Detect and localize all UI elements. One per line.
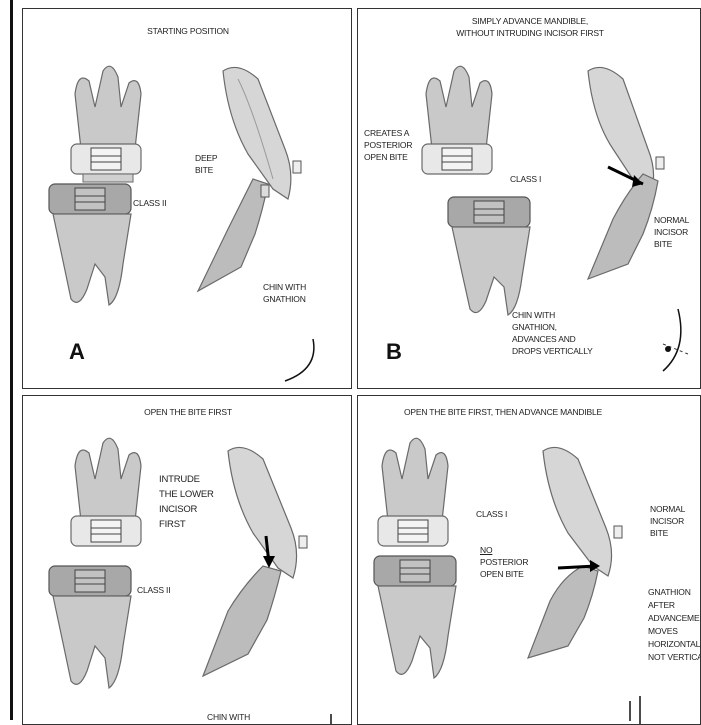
- normal-bite-label: NORMALINCISORBITE: [650, 503, 685, 539]
- panel-letter: A: [69, 339, 85, 365]
- upper-incisor: [223, 67, 291, 199]
- deep-bite-label: DEEPBITE: [195, 152, 217, 176]
- chin-curve: [285, 339, 314, 381]
- panel-b: SIMPLY ADVANCE MANDIBLE,WITHOUT INTRUDIN…: [357, 8, 701, 389]
- lower-incisor-bracket: [261, 185, 269, 197]
- chin-label: CHIN WITHGNATHION: [263, 281, 306, 305]
- chin-label: CHIN WITH: [207, 711, 250, 723]
- panel-d-illustration: [358, 396, 701, 725]
- left-rule: [10, 0, 13, 720]
- normal-bite-label: NORMALINCISORBITE: [654, 214, 689, 250]
- upper-bracket: [91, 148, 121, 170]
- chin-label: CHIN WITHGNATHION,ADVANCES ANDDROPS VERT…: [512, 309, 593, 357]
- lower-incisor: [203, 566, 281, 676]
- upper-molar: [382, 438, 448, 521]
- creates-label: CREATES APOSTERIOROPEN BITE: [364, 127, 412, 163]
- lower-molar: [378, 586, 456, 678]
- panel-c: OPEN THE BITE FIRST INTRUDETHE LOWERINCI…: [22, 395, 352, 725]
- upper-molar: [75, 66, 141, 149]
- panel-a-illustration: [23, 9, 352, 389]
- no-open-bite-label: NOPOSTERIOROPEN BITE: [480, 544, 528, 580]
- upper-incisor: [543, 447, 612, 576]
- class-label: CLASS I: [510, 173, 541, 185]
- upper-incisor-bracket: [293, 161, 301, 173]
- lower-molar: [452, 227, 530, 315]
- panel-d: OPEN THE BITE FIRST, THEN ADVANCE MANDIB…: [357, 395, 701, 725]
- class-label: CLASS II: [133, 197, 166, 209]
- class-label: CLASS I: [476, 508, 507, 520]
- upper-molar: [426, 66, 492, 149]
- lower-incisor: [528, 566, 598, 658]
- lower-molar: [53, 596, 131, 688]
- chin-curve: [663, 309, 681, 371]
- lower-incisor: [198, 179, 268, 291]
- panel-letter: B: [386, 339, 402, 365]
- class-label: CLASS II: [137, 584, 170, 596]
- gnathion-label: GNATHIONAFTERADVANCEMENTMOVESHORIZONTALL…: [648, 586, 701, 664]
- panel-a: STARTING POSITION DEEPBITE CLASS II: [22, 8, 352, 389]
- panel-c-illustration: [23, 396, 352, 725]
- lower-incisor: [588, 174, 658, 279]
- upper-incisor: [228, 447, 297, 578]
- intrude-label: INTRUDETHE LOWERINCISORFIRST: [159, 472, 214, 532]
- upper-molar: [75, 438, 141, 521]
- lower-bracket: [75, 188, 105, 210]
- lower-molar: [53, 214, 131, 305]
